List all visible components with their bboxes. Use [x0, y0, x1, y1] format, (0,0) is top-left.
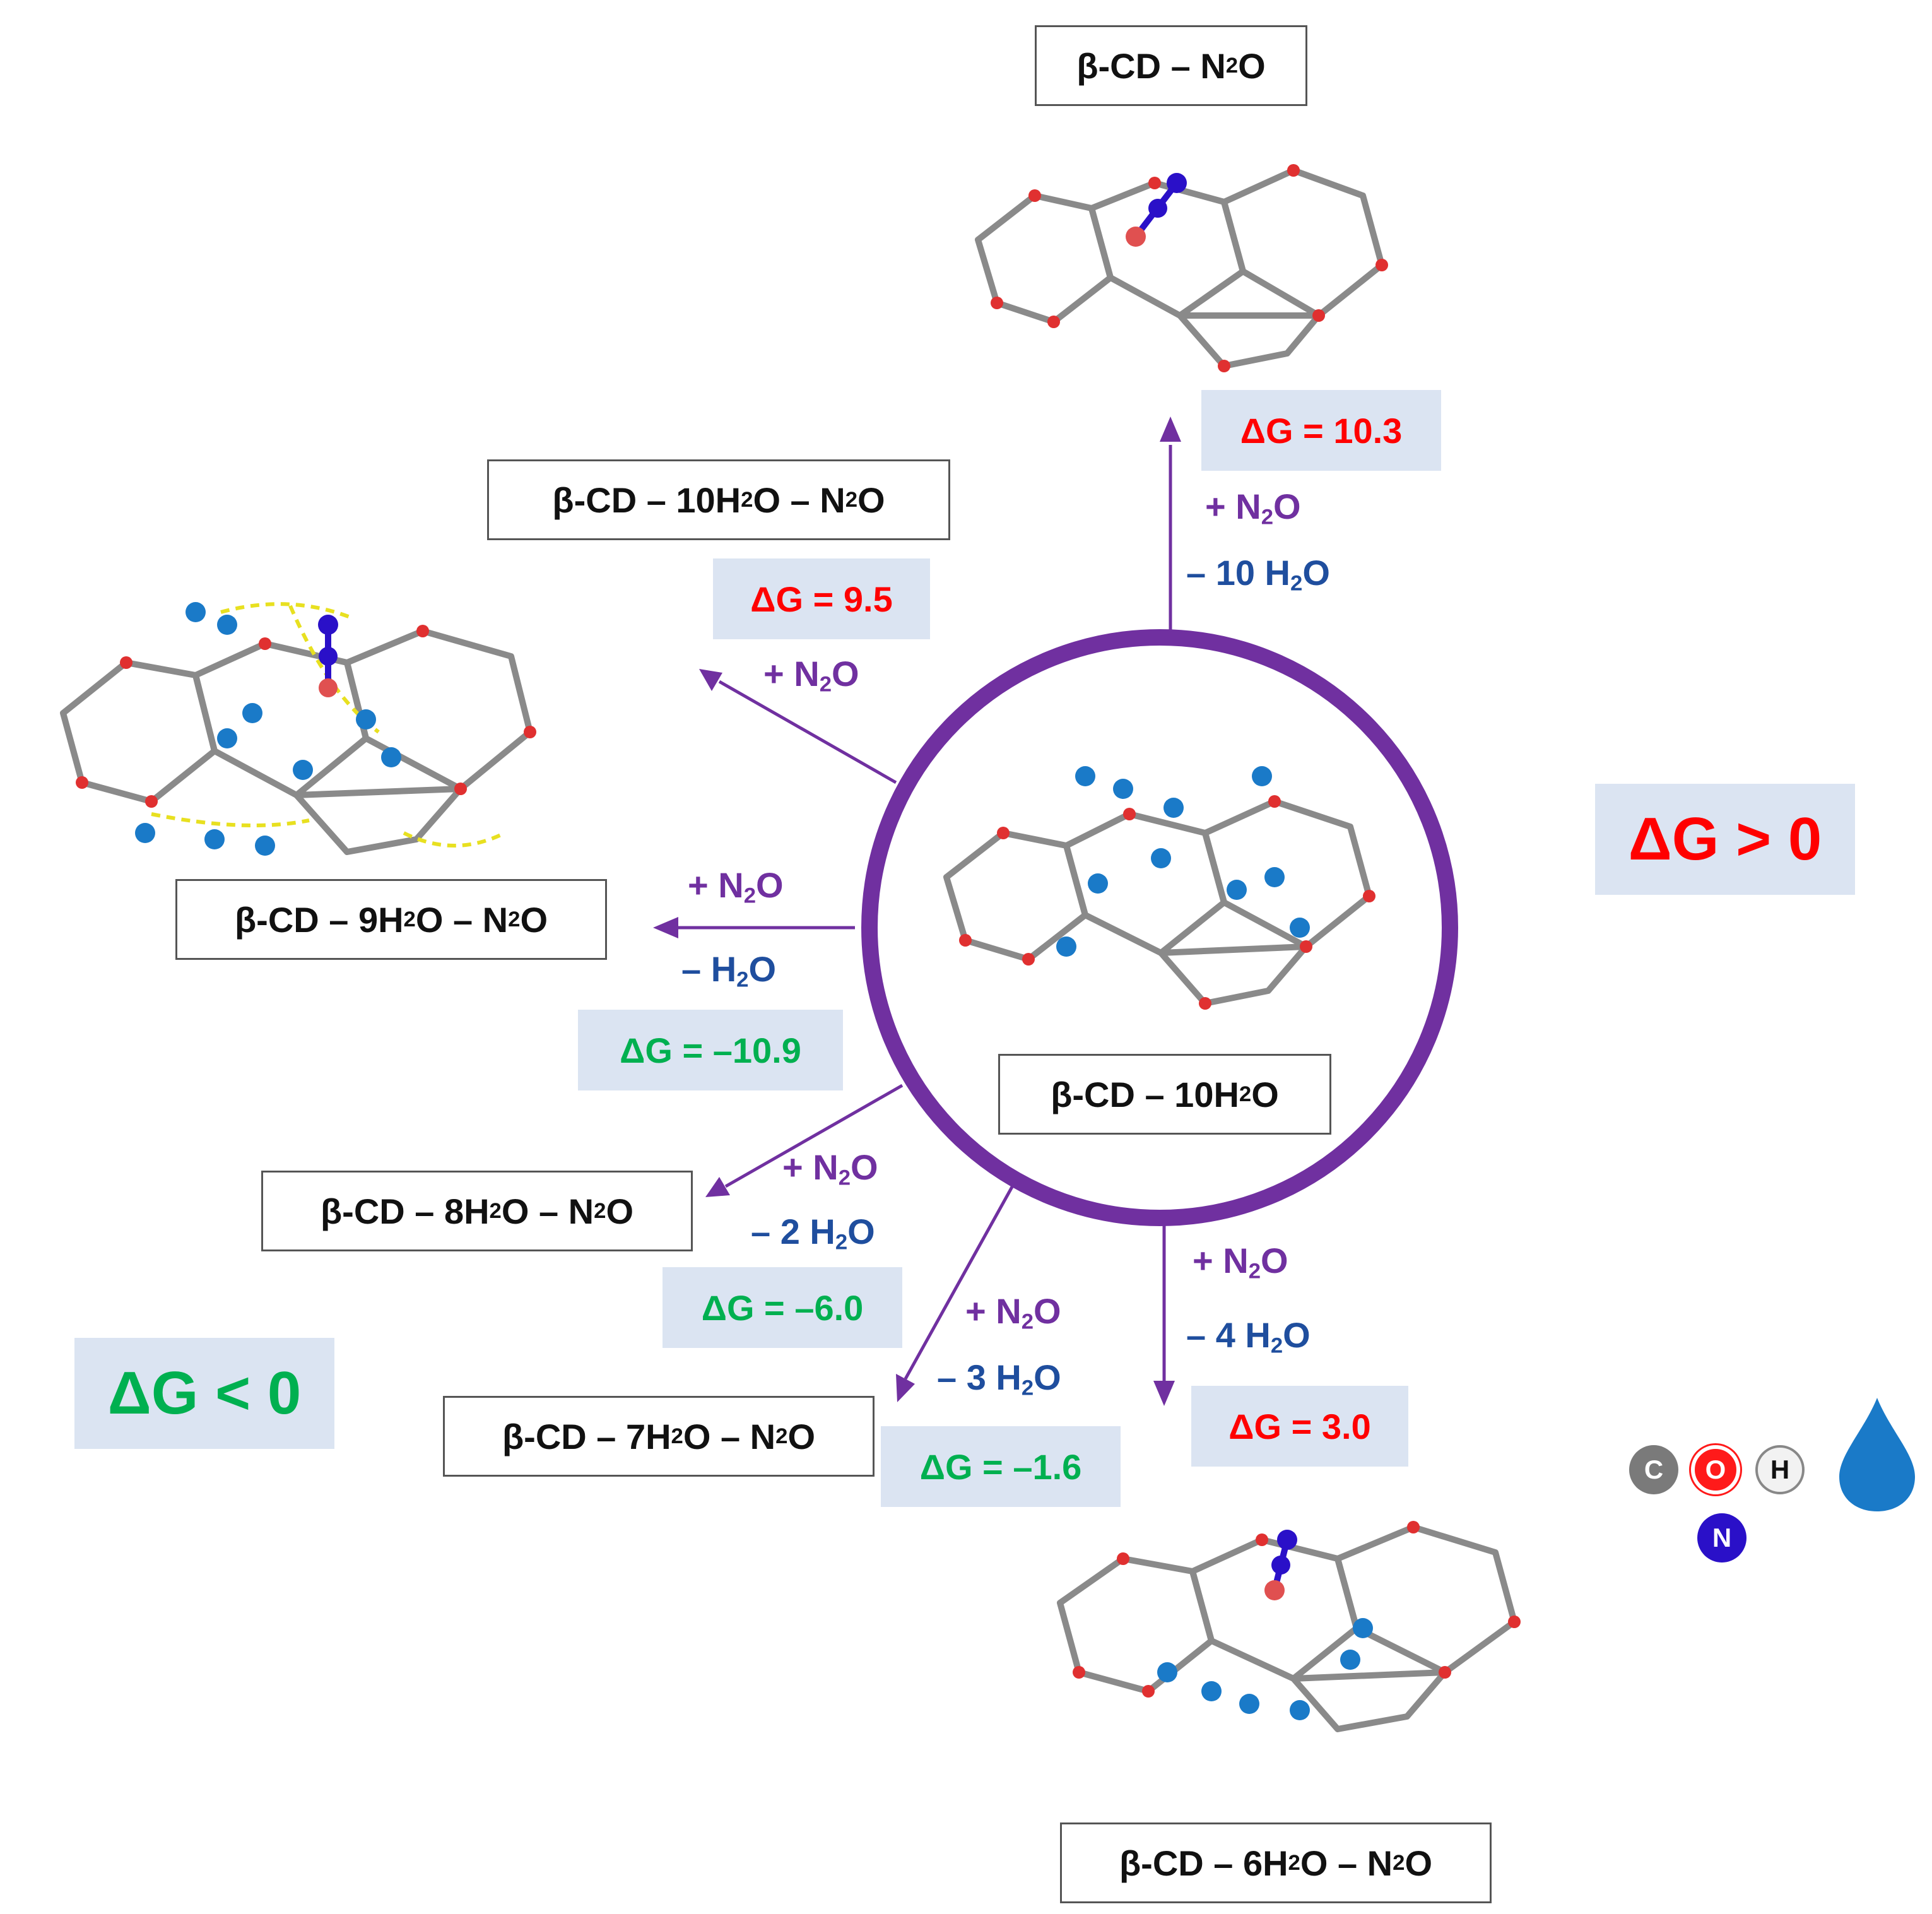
reaction-w9-remove: – H2O: [681, 949, 777, 992]
reaction-w6-remove: – 4 H2O: [1186, 1315, 1311, 1358]
delta-g-w9: ΔG = –10.9: [578, 1010, 843, 1090]
legend-carbon: C: [1629, 1445, 1678, 1494]
reaction-w8-remove: – 2 H2O: [751, 1212, 875, 1255]
legend-nitrogen: N: [1697, 1513, 1746, 1563]
delta-g-w10: ΔG = 9.5: [713, 558, 930, 639]
reaction-w8-add: + N2O: [782, 1147, 878, 1190]
legend-oxygen: O: [1691, 1445, 1740, 1494]
arrow-to-w10: [718, 680, 897, 784]
molecule-beta-cd-10h2o: [943, 766, 1375, 1010]
arrow-to-w7: [904, 1179, 1018, 1380]
reaction-w6-add: + N2O: [1193, 1241, 1288, 1284]
reaction-w7-add: + N2O: [965, 1291, 1061, 1334]
reaction-n2o-add: + N2O: [1205, 487, 1301, 529]
reaction-w7-remove: – 3 H2O: [937, 1357, 1061, 1400]
molecule-beta-cd-n2o: [975, 164, 1388, 372]
arrow-to-w8: [724, 1084, 904, 1188]
region-positive-label: ΔG > 0: [1595, 784, 1855, 895]
region-negative-label: ΔG < 0: [74, 1338, 334, 1449]
reaction-w10-add: + N2O: [763, 654, 859, 697]
molecule-beta-cd-6h2o-n2o: [1057, 1521, 1521, 1732]
delta-g-n2o: ΔG = 10.3: [1201, 390, 1441, 471]
center-ring: [861, 629, 1458, 1226]
delta-g-w8: ΔG = –6.0: [663, 1267, 902, 1348]
water-drop-icon: [1839, 1398, 1915, 1511]
delta-g-w7: ΔG = –1.6: [881, 1426, 1121, 1507]
delta-g-w6: ΔG = 3.0: [1191, 1386, 1408, 1467]
legend-hydrogen: H: [1755, 1445, 1805, 1494]
reaction-w9-add: + N2O: [688, 865, 784, 908]
molecule-beta-cd-9h2o-n2o: [60, 602, 536, 856]
reaction-n2o-remove: – 10 H2O: [1186, 553, 1330, 596]
